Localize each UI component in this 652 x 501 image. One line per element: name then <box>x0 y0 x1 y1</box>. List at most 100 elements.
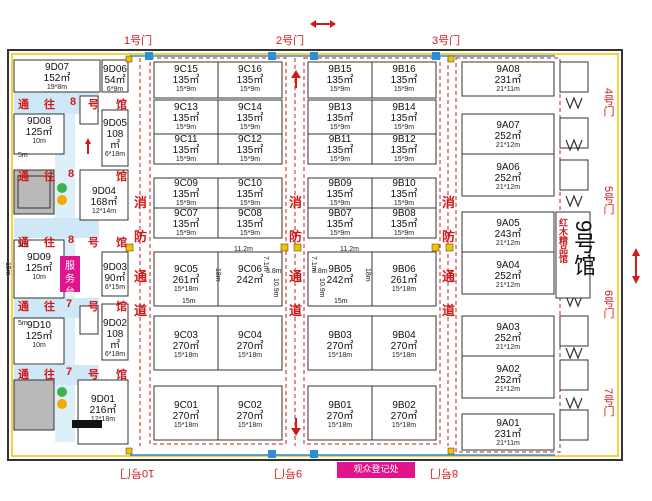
booth-id: 9B05 <box>328 264 352 275</box>
booth-dimension: 15*9m <box>393 124 415 131</box>
corridor-char: 号 <box>88 369 99 381</box>
booth-area: 135㎡ <box>172 145 200 156</box>
corridor-char: 8 <box>68 234 75 246</box>
corridor-char: 7 <box>66 366 73 378</box>
booth-dimension: 15*9m <box>329 124 351 131</box>
booth-id: 9B16 <box>392 64 416 75</box>
booth-id: 9B01 <box>328 400 352 411</box>
booth-dimension: 15*9m <box>239 86 261 93</box>
booth-area: 252㎡ <box>494 271 522 282</box>
booth-area: 216㎡ <box>89 405 117 416</box>
booth-dimension: 15*9m <box>175 200 197 207</box>
booth-id: 9C03 <box>174 330 198 341</box>
booth-area: 135㎡ <box>326 75 354 86</box>
booth-area: 242㎡ <box>326 275 354 286</box>
gate-10: 10号门 <box>120 467 155 479</box>
booth-id: 9C11 <box>174 134 198 145</box>
booth-dimension: 15*18m <box>237 422 263 429</box>
fire-lane-char: 防 <box>442 229 456 244</box>
booth-area: 135㎡ <box>390 219 418 230</box>
booth-dimension: 15*9m <box>239 156 261 163</box>
registration-label[interactable]: 观众登记处 <box>353 464 399 474</box>
booth-area: 135㎡ <box>390 189 418 200</box>
booth-id: 9B07 <box>328 208 352 219</box>
corridor-char: 通 <box>18 369 29 381</box>
dim-label: 3.8m <box>312 268 328 275</box>
booth-dimension: 15*18m <box>173 422 199 429</box>
booth-dimension: 15*9m <box>393 230 415 237</box>
booth-dimension: 15*9m <box>175 230 197 237</box>
booth-id: 9A06 <box>496 162 520 173</box>
booth-id: 9D10 <box>27 320 51 331</box>
hall-subname: 红木精品馆 <box>558 218 568 263</box>
gate-8: 8号门 <box>430 467 459 479</box>
booth-dimension: 21*12m <box>495 386 521 393</box>
booth-dimension: 10m <box>32 274 46 281</box>
booth-id: 9B14 <box>392 102 416 113</box>
booth-area: 135㎡ <box>236 113 264 124</box>
booth-area: 125㎡ <box>25 127 53 138</box>
booth-id: 9D03 <box>103 262 127 273</box>
fire-lane-char: 消 <box>289 195 303 210</box>
booth-id: 9C06 <box>238 264 262 275</box>
booth-dimension: 21*11m <box>496 440 520 447</box>
service-desk[interactable]: 服务台 <box>65 261 75 298</box>
booth-id: 9D06 <box>103 64 127 75</box>
booth-id: 9C02 <box>238 400 262 411</box>
booth-area: 135㎡ <box>172 113 200 124</box>
booth-dimension: 19*8m <box>46 84 68 91</box>
corridor-char: 通 <box>18 171 29 183</box>
dim-label: 15m <box>182 298 196 305</box>
